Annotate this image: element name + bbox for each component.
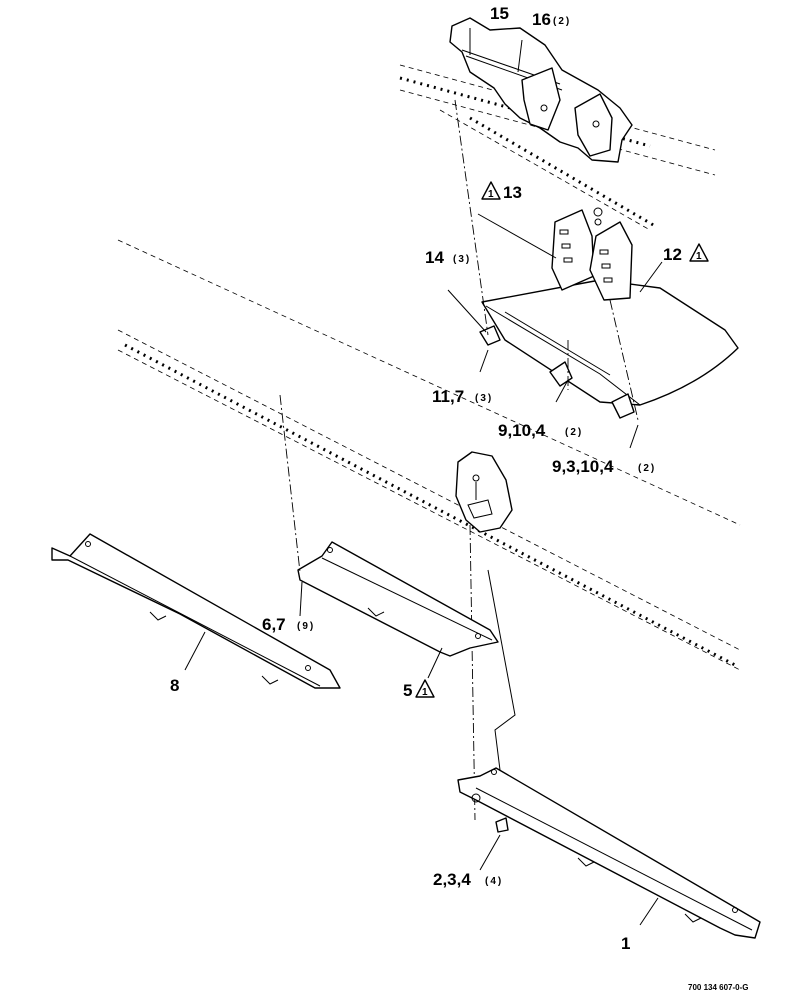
callout-2-3-4: 2,3,4 (4) bbox=[433, 870, 503, 889]
figure-id: 700 134 607-0-G bbox=[688, 983, 749, 992]
svg-text:(2): (2) bbox=[565, 427, 583, 438]
svg-text:(9): (9) bbox=[297, 621, 315, 632]
svg-text:13: 13 bbox=[503, 183, 522, 202]
svg-text:12: 12 bbox=[663, 245, 682, 264]
note-triangle-icon bbox=[689, 243, 709, 262]
callout-1: 1 bbox=[621, 934, 630, 953]
svg-text:1: 1 bbox=[488, 189, 494, 200]
callout-9-10-4: 9,10,4 (2) bbox=[498, 421, 583, 440]
svg-text:1: 1 bbox=[422, 687, 428, 698]
part-8-strip bbox=[51, 533, 341, 689]
svg-text:(4): (4) bbox=[485, 876, 503, 887]
bolt-detail-insert bbox=[455, 451, 516, 821]
svg-text:6,7: 6,7 bbox=[262, 615, 286, 634]
part-1-strip bbox=[457, 767, 761, 939]
svg-text:11,7: 11,7 bbox=[432, 387, 464, 406]
callout-9-3-10-4: 9,3,10,4 (2) bbox=[552, 457, 656, 476]
note-triangle-icon bbox=[415, 679, 435, 698]
callout-16: 16 (2) bbox=[532, 10, 571, 29]
callout-14: 14 (3) bbox=[425, 248, 471, 267]
svg-text:1: 1 bbox=[621, 934, 630, 953]
svg-text:(2): (2) bbox=[638, 463, 656, 474]
pan-assembly bbox=[454, 99, 739, 421]
svg-text:(3): (3) bbox=[475, 393, 493, 404]
callout-15: 15 bbox=[490, 4, 509, 23]
part-5-strip bbox=[279, 394, 499, 657]
svg-text:9,3,10,4: 9,3,10,4 bbox=[552, 457, 614, 476]
callout-12: 12 1 bbox=[663, 243, 709, 264]
svg-text:1: 1 bbox=[696, 251, 702, 262]
callout-11-7: 11,7 (3) bbox=[432, 387, 493, 406]
top-detail-bracket bbox=[449, 17, 633, 163]
svg-text:(3): (3) bbox=[453, 254, 471, 265]
note-triangle-icon bbox=[481, 181, 501, 200]
svg-text:15: 15 bbox=[490, 4, 509, 23]
svg-text:(2): (2) bbox=[553, 16, 571, 27]
callout-8: 8 bbox=[170, 676, 179, 695]
svg-text:8: 8 bbox=[170, 676, 179, 695]
svg-text:14: 14 bbox=[425, 248, 444, 267]
leader-lines bbox=[184, 213, 663, 926]
svg-text:5: 5 bbox=[403, 681, 412, 700]
lower-frame-rail bbox=[117, 239, 741, 671]
callout-6-7: 6,7 (9) bbox=[262, 615, 315, 634]
svg-text:16: 16 bbox=[532, 10, 551, 29]
svg-text:2,3,4: 2,3,4 bbox=[433, 870, 471, 889]
callout-5: 5 1 bbox=[403, 679, 435, 700]
svg-text:9,10,4: 9,10,4 bbox=[498, 421, 546, 440]
callout-13: 1 13 bbox=[481, 181, 522, 202]
